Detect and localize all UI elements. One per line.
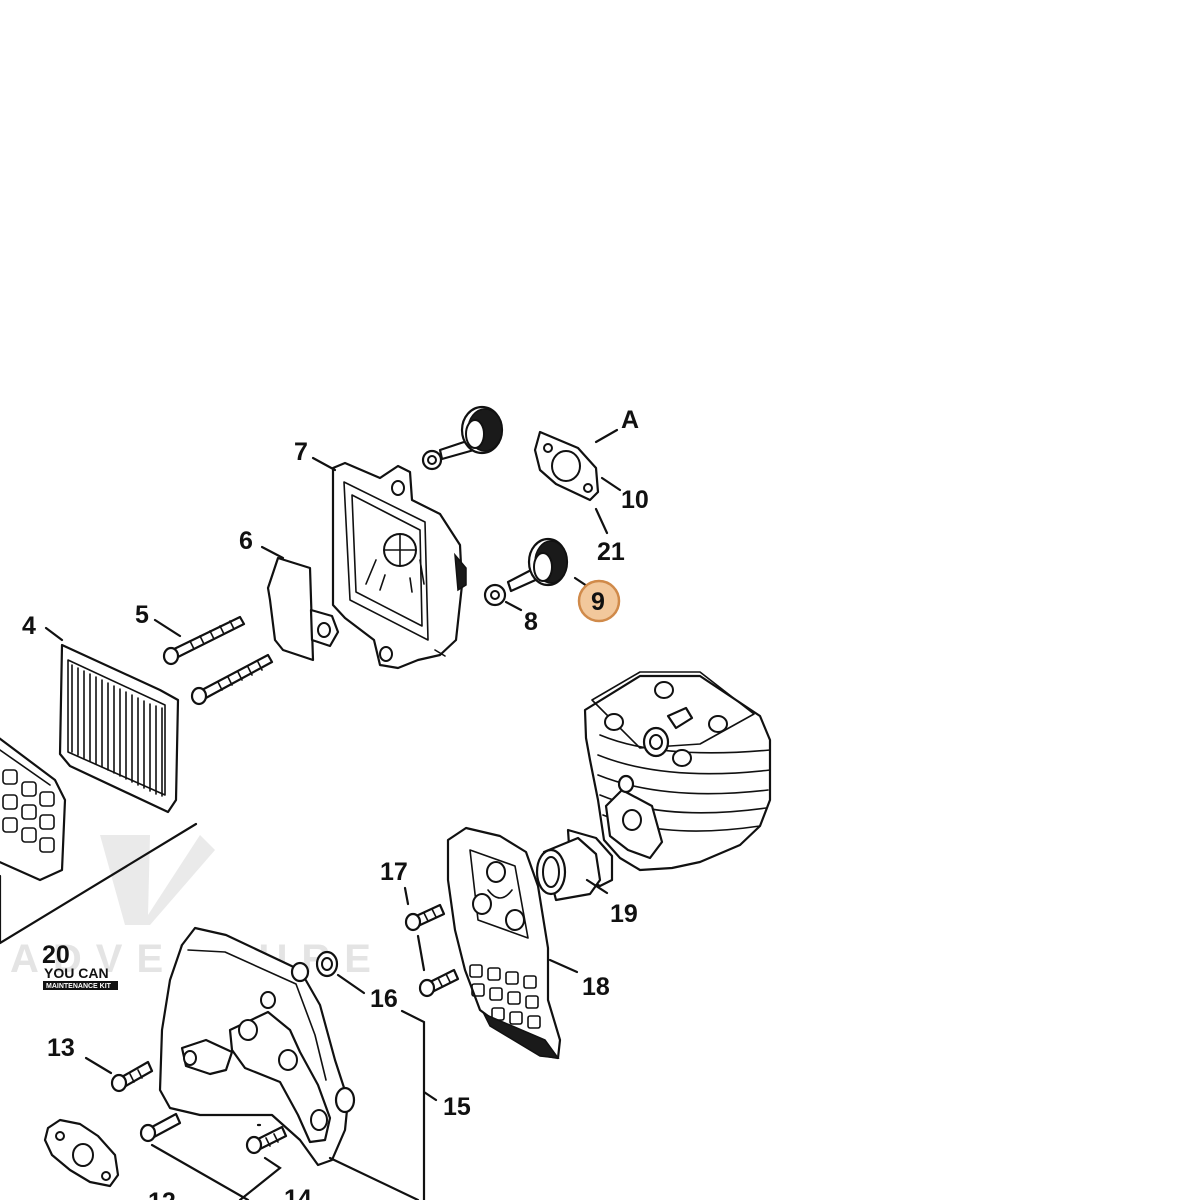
part-16-bushing [315,950,339,978]
part-9-knob [506,537,569,593]
youcan-badge: YOU CAN MAINTENANCE KIT [43,965,118,990]
callout-4: 4 [22,612,36,640]
leader-17 [403,886,426,972]
callout-A: A [621,406,639,434]
badge-maintenance-text: MAINTENANCE KIT [46,983,112,990]
part-20-filter-cover [0,737,67,882]
leader-6 [260,545,285,560]
leader-5 [153,618,182,638]
part-upper-knob [421,405,504,471]
leader-8 [504,600,523,612]
part-18-baffle [446,826,562,1060]
callout-15: 15 [443,1093,471,1121]
callout-16: 16 [370,985,398,1013]
part-12-flange [43,1118,120,1188]
part-4-air-filter [58,643,180,814]
callout-9-highlight [577,579,621,623]
watermark-logo-shape [100,835,215,925]
leader-A [594,428,619,444]
callout-10: 10 [621,486,649,514]
part-14-screw [245,1125,288,1155]
badge-you-can-text: YOU CAN [44,965,109,981]
leader-16 [336,973,366,995]
callout-19: 19 [610,900,638,928]
callout-21: 21 [597,538,625,566]
leader-12 [150,1143,250,1200]
part-19-intake-manifold [535,828,614,902]
part-cylinder [583,671,772,872]
part-8-star-washer [483,583,507,607]
callout-8: 8 [524,608,538,636]
part-7-filter-base [331,461,467,670]
leader-14 [238,1156,420,1200]
callout-13: 13 [47,1034,75,1062]
leader-10 [600,476,622,492]
leader-7 [311,456,337,472]
leader-19 [585,878,609,895]
callout-6: 6 [239,527,253,555]
leader-13 [84,1056,113,1075]
part-10-flange-gasket [533,430,600,502]
leader-21 [594,507,609,535]
callout-12-partial: 12 [148,1188,176,1200]
callout-18: 18 [582,973,610,1001]
callout-17: 17 [380,858,408,886]
leader-4 [44,626,64,642]
part-12-screw [139,1112,182,1143]
leader-15 [256,1009,438,1200]
callout-7: 7 [294,438,308,466]
callout-5: 5 [135,601,149,629]
part-15-shroud [158,926,356,1167]
callout-14: 14 [284,1185,312,1200]
callout-9: 9 [591,588,605,616]
part-6-gasket [266,556,340,662]
leader-18 [548,958,579,974]
part-17-screws [404,903,460,998]
callout-20: 20 [42,941,70,969]
part-upper-star-washer [421,449,443,471]
part-5-screws [162,615,274,706]
leader-20 [0,822,198,945]
part-13-screw [110,1060,154,1093]
